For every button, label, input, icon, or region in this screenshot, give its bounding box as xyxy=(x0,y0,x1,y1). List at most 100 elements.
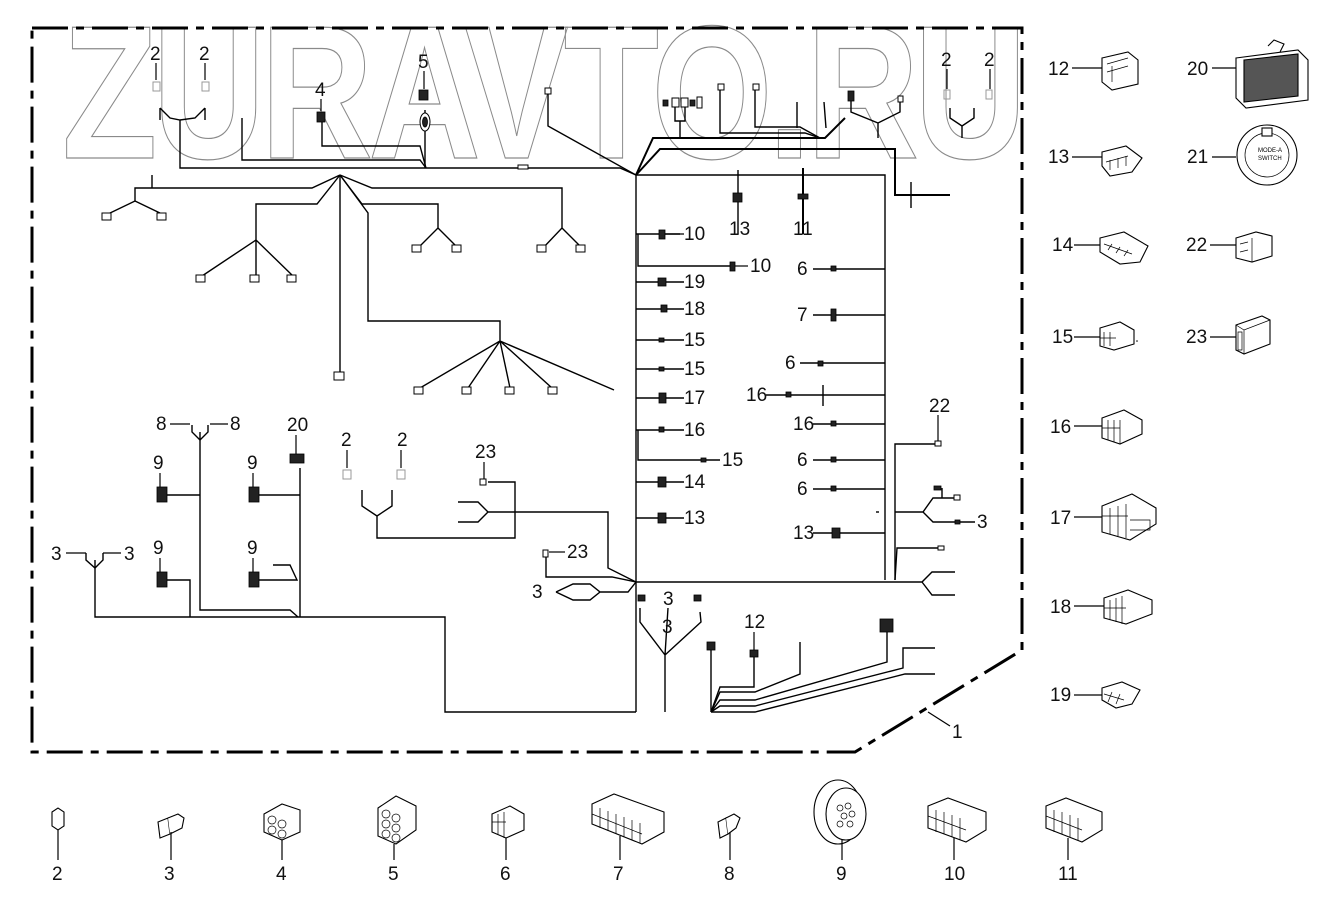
assembly-boundary xyxy=(30,26,1024,754)
part-10[interactable]: 10 xyxy=(927,797,987,885)
part-label-8: 8 xyxy=(724,864,735,885)
callout-23: 23 xyxy=(475,442,496,463)
part-label-9: 9 xyxy=(836,864,847,885)
callout-3: 3 xyxy=(977,512,988,533)
callout-3: 3 xyxy=(663,589,674,610)
switch-21-text-2: SWITCH xyxy=(1258,156,1282,162)
part-label-4: 4 xyxy=(276,864,287,885)
part-13[interactable]: 13 xyxy=(1048,145,1143,177)
part-14[interactable]: 14 xyxy=(1052,231,1149,265)
callout-8: 8 xyxy=(230,414,241,435)
part-22[interactable]: 22 xyxy=(1186,231,1273,263)
callout-2: 2 xyxy=(150,44,161,65)
part-label-6: 6 xyxy=(500,864,511,885)
callout-14: 14 xyxy=(684,472,706,493)
callouts-top: 2 2 4 5 2 2 xyxy=(150,44,995,111)
callout-17: 17 xyxy=(684,388,705,409)
part-12[interactable]: 12 xyxy=(1048,51,1139,91)
callout-2: 2 xyxy=(941,50,952,71)
part-19[interactable]: 19 xyxy=(1050,681,1141,709)
part-label-21: 21 xyxy=(1187,147,1208,168)
callout-16: 16 xyxy=(746,385,767,406)
part-21[interactable]: 21 MODE-A SWITCH xyxy=(1187,124,1298,186)
callout-9: 9 xyxy=(247,538,258,559)
callout-22: 22 xyxy=(929,396,950,417)
callout-20: 20 xyxy=(287,415,308,436)
part-label-19: 19 xyxy=(1050,685,1071,706)
callout-9: 9 xyxy=(153,453,164,474)
part-label-22: 22 xyxy=(1186,235,1207,256)
part-label-5: 5 xyxy=(388,864,399,885)
callout-12: 12 xyxy=(744,612,765,633)
callout-1: 1 xyxy=(952,722,963,743)
part-3[interactable]: 3 xyxy=(157,813,185,885)
part-label-17: 17 xyxy=(1050,508,1071,529)
center-harness: 13 11 10 10 19 18 15 15 17 16 15 14 13 xyxy=(636,168,988,596)
callout-2: 2 xyxy=(984,50,995,71)
callout-8: 8 xyxy=(156,414,167,435)
callout-23: 23 xyxy=(567,542,588,563)
switch-21-text-1: MODE-A xyxy=(1258,148,1282,154)
part-label-20: 20 xyxy=(1187,59,1208,80)
callout-9: 9 xyxy=(247,453,258,474)
part-2[interactable]: 2 xyxy=(51,807,65,885)
callout-15: 15 xyxy=(722,450,743,471)
callout-3: 3 xyxy=(51,544,62,565)
part-9[interactable]: 9 xyxy=(813,779,867,885)
part-label-12: 12 xyxy=(1048,59,1069,80)
part-7[interactable]: 7 xyxy=(591,793,665,885)
part-23[interactable]: 23 xyxy=(1186,315,1271,355)
part-label-14: 14 xyxy=(1052,235,1074,256)
part-11[interactable]: 11 xyxy=(1045,797,1103,885)
leader-1 xyxy=(927,711,951,727)
callout-9: 9 xyxy=(153,538,164,559)
callout-6: 6 xyxy=(797,259,808,280)
callout-6: 6 xyxy=(797,479,808,500)
left-branch-harness xyxy=(101,174,615,395)
part-17[interactable]: 17 xyxy=(1050,493,1157,541)
callout-19: 19 xyxy=(684,272,705,293)
callout-2: 2 xyxy=(341,430,352,451)
part-20[interactable]: 20 xyxy=(1187,39,1309,109)
callout-2: 2 xyxy=(199,44,210,65)
part-8[interactable]: 8 xyxy=(717,813,741,885)
callout-16: 16 xyxy=(793,414,814,435)
callout-18: 18 xyxy=(684,299,705,320)
part-15[interactable]: 15 xyxy=(1052,321,1138,351)
callout-3: 3 xyxy=(124,544,135,565)
part-label-23: 23 xyxy=(1186,327,1207,348)
part-label-7: 7 xyxy=(613,864,624,885)
callout-15: 15 xyxy=(684,330,705,351)
callout-6: 6 xyxy=(785,353,796,374)
callout-7: 7 xyxy=(797,305,808,326)
callout-10: 10 xyxy=(684,224,705,245)
part-label-2: 2 xyxy=(52,864,63,885)
part-6[interactable]: 6 xyxy=(491,805,525,885)
part-5[interactable]: 5 xyxy=(377,795,417,885)
part-16[interactable]: 16 xyxy=(1050,409,1143,445)
watermark: ZURAVTO.RU xyxy=(62,0,1022,199)
callout-10: 10 xyxy=(750,256,771,277)
part-label-18: 18 xyxy=(1050,597,1071,618)
lower-left-harness xyxy=(85,425,637,713)
callout-13: 13 xyxy=(684,508,705,529)
callout-16: 16 xyxy=(684,420,705,441)
callout-6: 6 xyxy=(797,450,808,471)
callouts-lower-left: 8 8 20 9 9 9 9 3 3 2 2 23 23 3 xyxy=(51,414,588,603)
part-label-3: 3 xyxy=(164,864,175,885)
part-label-11: 11 xyxy=(1058,864,1078,885)
callout-11: 11 xyxy=(793,219,813,240)
part-label-10: 10 xyxy=(944,864,965,885)
parts-right: 12 20 13 21 MODE-A SWITCH xyxy=(1048,39,1309,709)
part-label-16: 16 xyxy=(1050,417,1071,438)
lower-center-harness: 3 3 12 xyxy=(637,589,935,713)
parts-bottom: 2 3 4 5 6 xyxy=(51,779,1103,885)
part-18[interactable]: 18 xyxy=(1050,589,1153,625)
callout-2: 2 xyxy=(397,430,408,451)
callout-3: 3 xyxy=(662,617,673,638)
top-harness xyxy=(152,81,975,712)
part-4[interactable]: 4 xyxy=(263,803,301,885)
callout-15: 15 xyxy=(684,359,705,380)
callout-4: 4 xyxy=(315,80,326,101)
